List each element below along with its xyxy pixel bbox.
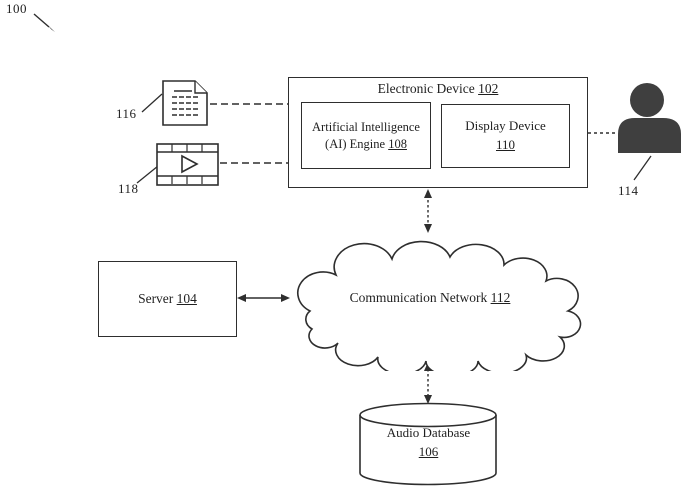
audio-database-label: Audio Database	[386, 425, 471, 440]
ai-engine-box: Artificial Intelligence (AI) Engine 108	[301, 102, 431, 169]
leader-line-114	[633, 155, 652, 181]
electronic-device-label: Electronic Device	[377, 81, 475, 96]
network-ref: 112	[490, 290, 511, 305]
server-box: Server 104	[98, 261, 237, 337]
arrow-network-database-head-bottom	[424, 395, 432, 404]
document-icon	[162, 80, 208, 126]
electronic-device-title: Electronic Device 102	[289, 81, 587, 97]
film-frame-icon	[156, 143, 219, 186]
arrow-server-network-head-left	[237, 294, 246, 302]
person-head	[630, 83, 664, 117]
network-label-group: Communication Network 112	[310, 290, 550, 306]
person-icon	[618, 83, 681, 153]
display-device-label: Display Device	[465, 118, 546, 134]
database-cylinder-icon	[359, 402, 497, 486]
display-device-ref: 110	[495, 137, 516, 152]
server-label: Server	[138, 291, 174, 306]
person-body	[618, 118, 681, 153]
cloud-shape	[297, 240, 582, 371]
display-device-box: Display Device 110	[441, 104, 570, 168]
figure-ref-arrowhead	[46, 24, 55, 32]
arrow-server-network-head-right	[281, 294, 290, 302]
figure-ref-arrow-line	[33, 13, 50, 28]
server-ref: 104	[176, 291, 197, 306]
play-triangle-icon	[181, 154, 199, 174]
audio-database-label-group: Audio Database 106	[360, 424, 497, 462]
leader-line-118	[136, 165, 159, 184]
arrow-device-network-head-bottom	[424, 224, 432, 233]
electronic-device-ref: 102	[478, 81, 499, 96]
ai-engine-ref: 108	[388, 136, 407, 151]
audio-database-ref: 106	[418, 443, 439, 459]
electronic-device-box: Electronic Device 102 Artificial Intelli…	[288, 77, 588, 188]
network-label: Communication Network	[349, 290, 488, 305]
leader-line-116	[141, 93, 163, 113]
video-ref-label: 118	[118, 181, 139, 196]
user-ref-label: 114	[618, 183, 639, 198]
ai-engine-label: Artificial Intelligence (AI) Engine	[312, 119, 420, 151]
figure-ref-label: 100	[6, 1, 27, 16]
document-ref-label: 116	[116, 106, 137, 121]
arrow-device-network-head-top	[424, 189, 432, 198]
